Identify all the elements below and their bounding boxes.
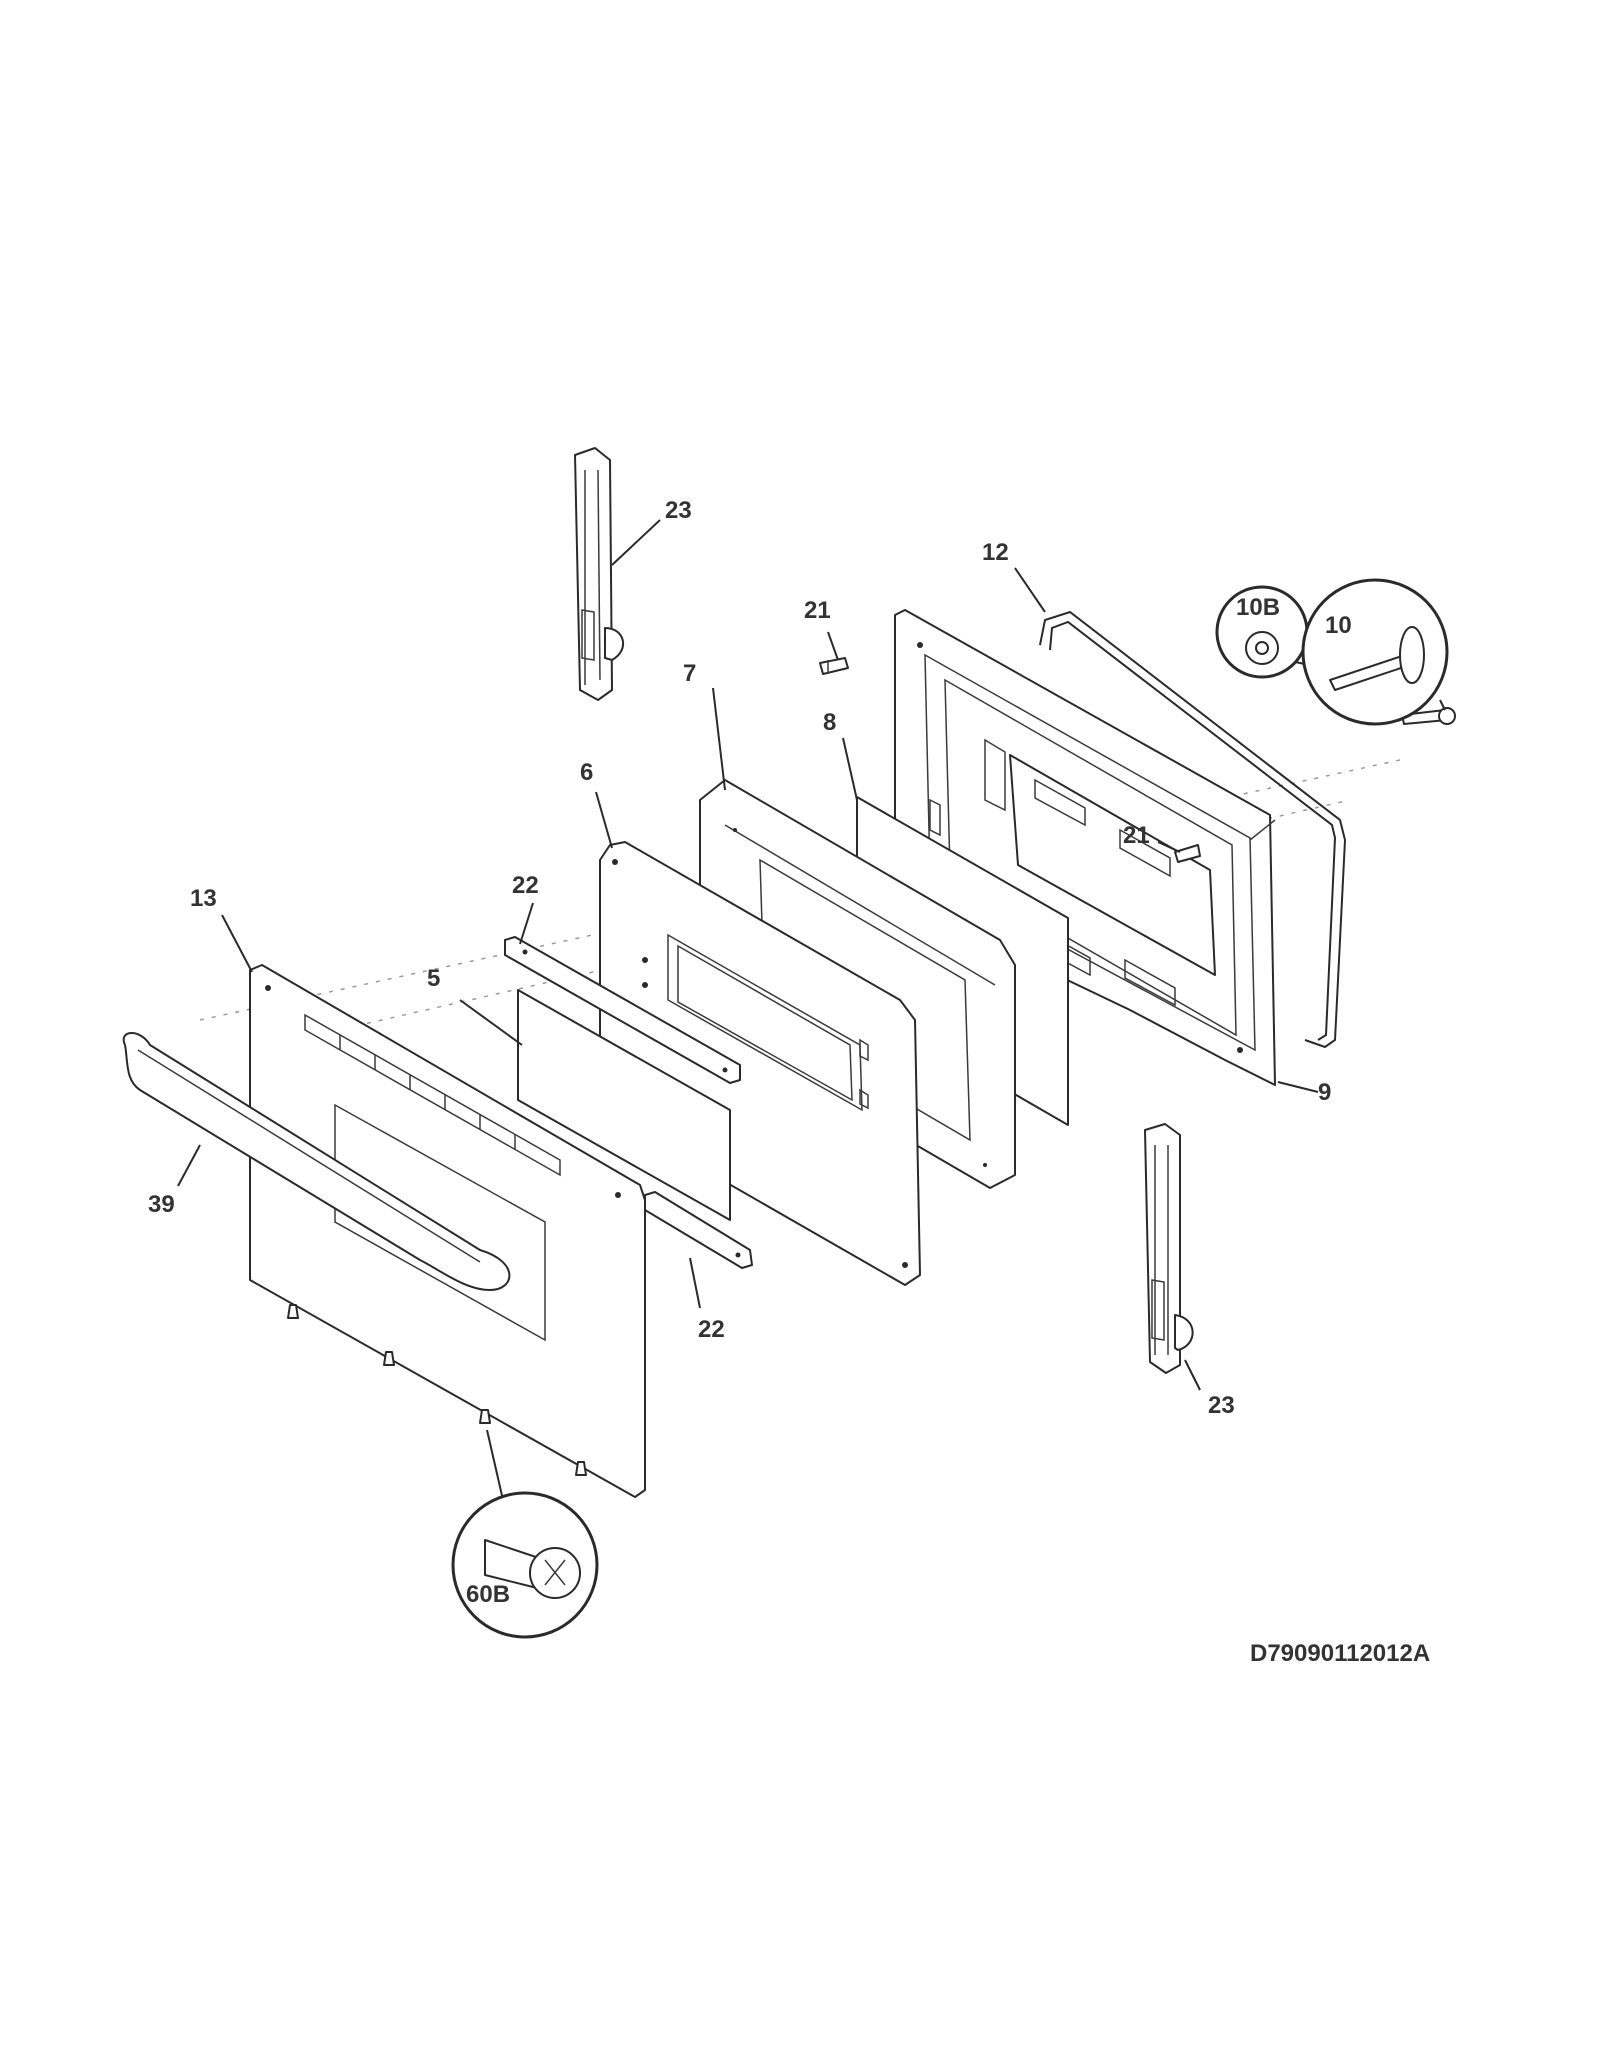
- label-23-upper: 23: [665, 497, 692, 524]
- diagram-code: D79090112012A: [1250, 1640, 1430, 1667]
- label-21-inner: 21: [1123, 822, 1150, 849]
- label-22-lower: 22: [698, 1316, 725, 1343]
- door-clip-upper: [819, 657, 849, 675]
- label-39: 39: [148, 1191, 175, 1218]
- label-10: 10: [1325, 612, 1352, 639]
- hinge-upper: [574, 447, 624, 701]
- label-60b: 60B: [466, 1581, 510, 1608]
- label-6: 6: [580, 759, 593, 786]
- trim-rail-lower: [644, 1191, 753, 1269]
- screws-bottom: [287, 1304, 587, 1476]
- hinge-lower: [1144, 1123, 1194, 1374]
- trim-rail-upper: [504, 936, 741, 1084]
- callout-10: [1301, 578, 1449, 726]
- callout-10b: [1215, 585, 1309, 679]
- label-10b: 10B: [1236, 594, 1280, 621]
- door-handle: [122, 1032, 511, 1291]
- door-clip-inner: [1174, 844, 1201, 863]
- label-7: 7: [683, 660, 696, 687]
- label-21-upper: 21: [804, 597, 831, 624]
- label-12: 12: [982, 539, 1009, 566]
- label-23-lower: 23: [1208, 1392, 1235, 1419]
- label-9: 9: [1318, 1079, 1331, 1106]
- label-22-upper: 22: [512, 872, 539, 899]
- label-8: 8: [823, 709, 836, 736]
- outer-glass: [517, 989, 731, 1221]
- door-gasket: [1039, 610, 1347, 1049]
- label-5: 5: [427, 965, 440, 992]
- callout-60b: [451, 1491, 599, 1639]
- label-13: 13: [190, 885, 217, 912]
